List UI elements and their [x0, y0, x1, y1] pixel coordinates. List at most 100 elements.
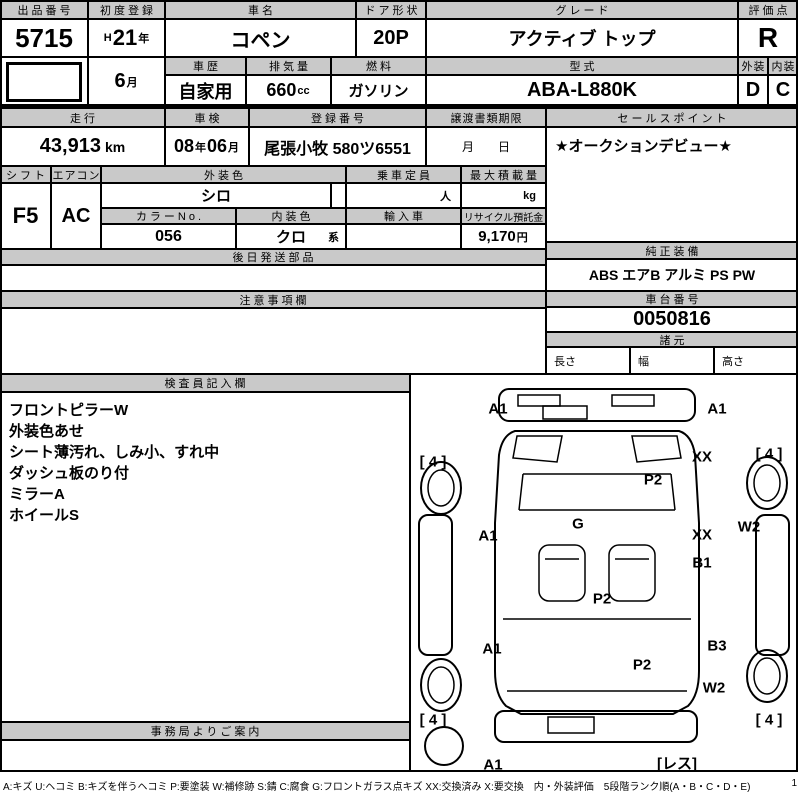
damage-label-XX: XX — [691, 526, 713, 544]
spec-length-label: 長さ — [554, 355, 576, 368]
damage-label-4: [ 4 ] — [755, 445, 783, 463]
headlight-left — [512, 435, 563, 463]
exterior-color-value: シロ — [101, 183, 331, 208]
transfer-deadline-label: 譲渡書類期限 — [426, 108, 546, 127]
shift-label: シフト — [0, 166, 51, 183]
score-label: 評価点 — [738, 0, 798, 19]
damage-label-4: [ 4 ] — [419, 453, 447, 471]
spec-height-cell: 高さ — [714, 347, 798, 374]
first-registration-value: H 21 年 — [88, 19, 165, 57]
damage-label-A1: A1 — [478, 527, 498, 545]
color-number-value: 056 — [101, 224, 236, 249]
interior-color-label: 内装色 — [236, 208, 346, 224]
sales-point-value: ★オークションデビュー★ — [546, 127, 798, 242]
model-code-label: 型式 — [426, 57, 738, 75]
first-reg-era: H — [103, 32, 112, 44]
spare-wheel — [424, 726, 464, 766]
office-value — [0, 740, 410, 772]
import-car-label: 輸入車 — [346, 208, 461, 224]
caution-value — [0, 308, 546, 374]
stamp-cell — [0, 57, 88, 106]
door-shape-value: 20P — [356, 19, 426, 57]
interior-color-suffix: 系 — [328, 231, 339, 244]
sales-point-label: セールスポイント — [546, 108, 798, 127]
interior-grade-label: 内装 — [768, 57, 798, 75]
legend: A:キズ U:ヘコミ B:キズを伴うヘコミ P:要塗装 W:補修跡 S:錆 C:… — [3, 778, 797, 793]
equipment-value: ABS エアB アルミ PS PW — [546, 259, 798, 291]
auction-number-label: 出品番号 — [0, 0, 88, 19]
capacity-label: 乗車定員 — [346, 166, 461, 183]
damage-label-W2: W2 — [702, 679, 726, 697]
interior-color-name: クロ — [275, 229, 306, 246]
damage-label-A1: A1 — [483, 756, 503, 772]
registration-number-value: 尾張小牧 580ツ6551 — [249, 127, 426, 166]
displacement-number: 660 — [266, 80, 297, 100]
registration-number-label: 登録番号 — [249, 108, 426, 127]
inspector-label: 検査員記入欄 — [0, 374, 410, 392]
recycle-deposit-label: リサイクル預託金 — [461, 208, 546, 224]
spec-length-cell: 長さ — [546, 347, 630, 374]
interior-color-value: クロ 系 — [236, 224, 346, 249]
first-registration-label: 初度登録 — [88, 0, 165, 19]
damage-label-P2: P2 — [643, 471, 663, 489]
displacement-label: 排気量 — [246, 57, 331, 75]
first-reg-month-unit: 月 — [126, 76, 138, 89]
max-load-unit: kg — [523, 189, 536, 202]
fuel-value: ガソリン — [331, 75, 426, 106]
wheel-rear-left — [420, 658, 462, 712]
shaken-month-unit: 月 — [228, 141, 240, 154]
interior-grade-value: C — [768, 75, 798, 106]
office-label: 事務局よりご案内 — [0, 722, 410, 740]
section-divider — [0, 104, 798, 108]
fuel-label: 燃料 — [331, 57, 426, 75]
later-parts-value — [0, 265, 546, 291]
headlight-right — [631, 435, 682, 463]
first-reg-month-value: 6 月 — [88, 57, 165, 106]
spec-width-label: 幅 — [638, 355, 649, 368]
stamp-box — [6, 62, 82, 102]
page-number: 1 — [791, 778, 797, 789]
damage-label-P2: P2 — [632, 656, 652, 674]
damage-label-P2: P2 — [592, 590, 612, 608]
mileage-unit: km — [104, 138, 126, 155]
grade-value: アクティブ トップ — [426, 19, 738, 57]
mileage-number: 43,913 — [39, 135, 101, 157]
first-reg-year: 21 — [112, 25, 138, 50]
shaken-year: 08 — [173, 136, 194, 156]
recycle-deposit-unit: 円 — [516, 231, 528, 244]
auction-number-value: 5715 — [0, 19, 88, 57]
car-name-value: コペン — [165, 19, 356, 57]
chassis-number-value: 0050816 — [546, 307, 798, 332]
wheel-front-left — [420, 461, 462, 515]
damage-label-: [レス] — [657, 755, 697, 772]
damage-label-A1: A1 — [488, 400, 508, 418]
displacement-value: 660 cc — [246, 75, 331, 106]
exterior-color-label: 外装色 — [101, 166, 346, 183]
damage-label-B3: B3 — [707, 637, 727, 655]
inspector-notes: フロントピラーW 外装色あせ シート薄汚れ、しみ小、すれ中 ダッシュ板のり付 ミ… — [0, 392, 410, 722]
damage-label-4: [ 4 ] — [755, 711, 783, 729]
model-code-value: ABA-L880K — [426, 75, 738, 106]
car-outline-svg — [418, 388, 790, 766]
recycle-deposit-number: 9,170 — [478, 228, 516, 245]
damage-label-XX: XX — [691, 448, 713, 466]
deck-lines — [503, 618, 691, 692]
mileage-label: 走行 — [0, 108, 165, 127]
grade-label: グレード — [426, 0, 738, 19]
exterior-grade-label: 外装 — [738, 57, 768, 75]
specs-label: 諸元 — [546, 332, 798, 347]
legend-text: A:キズ U:ヘコミ B:キズを伴うヘコミ P:要塗装 W:補修跡 S:錆 C:… — [3, 782, 751, 793]
damage-label-G: G — [572, 515, 584, 533]
later-parts-label: 後日発送部品 — [0, 249, 546, 265]
aircon-label: エアコン — [51, 166, 101, 183]
score-value: R — [738, 19, 798, 57]
shaken-month: 06 — [207, 136, 228, 156]
damage-label-A1: A1 — [482, 640, 502, 658]
windshield — [518, 473, 676, 511]
history-value: 自家用 — [165, 75, 246, 106]
spec-width-cell: 幅 — [630, 347, 714, 374]
mileage-value: 43,913 km — [0, 127, 165, 166]
